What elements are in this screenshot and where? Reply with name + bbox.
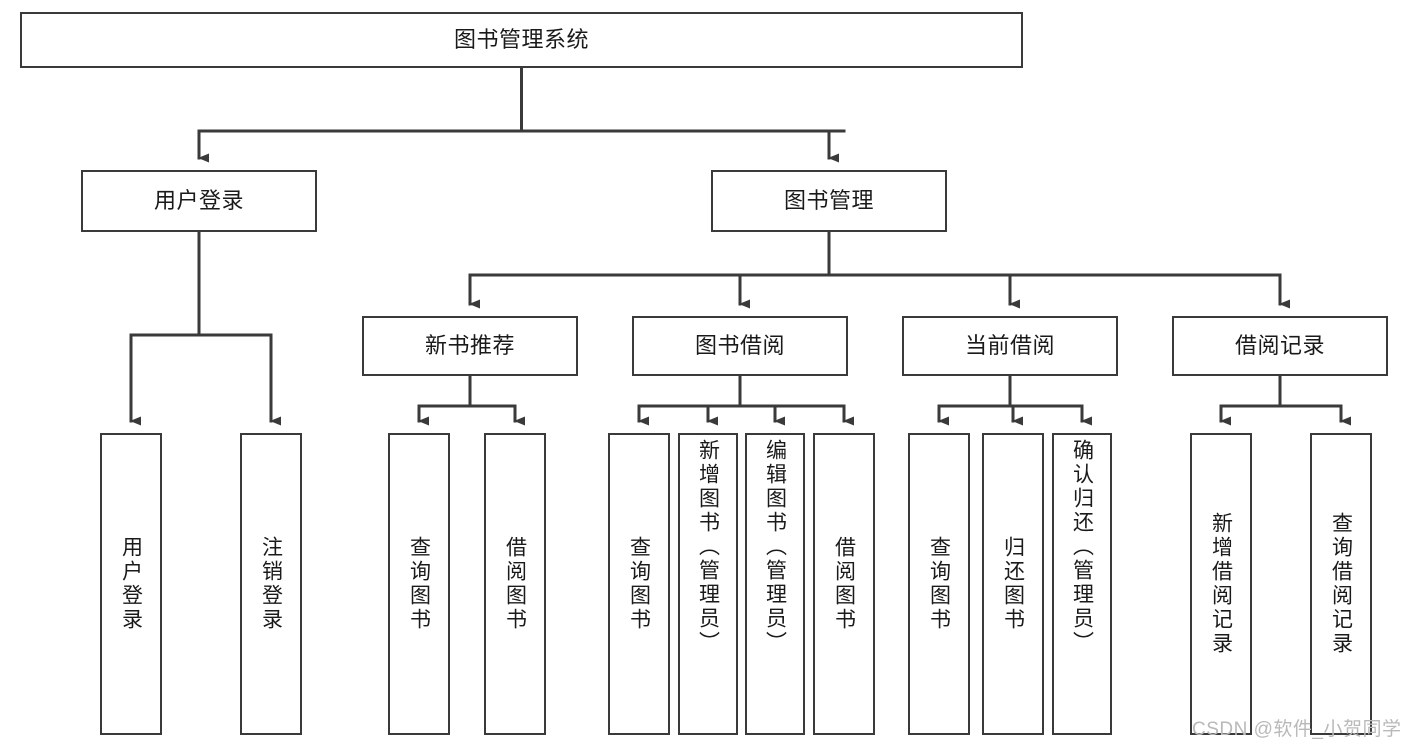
leaf-add-borrow-record[interactable]: 新增借阅记录: [1190, 433, 1252, 735]
leaf-lend-book-label: 借阅图书: [832, 536, 856, 632]
node-book-borrow-label: 图书借阅: [694, 332, 785, 358]
leaf-query-book-borrow-label: 查询图书: [627, 536, 651, 632]
leaf-query-book-recommend-label: 查询图书: [407, 536, 431, 632]
node-book-management[interactable]: 图书管理: [711, 170, 947, 232]
node-root-label: 图书管理系统: [453, 26, 589, 52]
leaf-logout[interactable]: 注销登录: [240, 433, 302, 735]
node-user-login[interactable]: 用户登录: [81, 170, 317, 232]
node-new-book-recommend[interactable]: 新书推荐: [362, 316, 578, 376]
leaf-edit-book-admin[interactable]: 编辑图书（管理员）: [745, 433, 805, 735]
leaf-edit-book-admin-label: 编辑图书（管理员）: [763, 439, 787, 655]
node-book-management-label: 图书管理: [783, 187, 874, 213]
leaf-return-book-label: 归还图书: [1001, 536, 1025, 632]
node-current-borrow-label: 当前借阅: [964, 332, 1055, 358]
leaf-borrow-book-recommend-label: 借阅图书: [503, 536, 527, 632]
node-root[interactable]: 图书管理系统: [20, 12, 1023, 68]
leaf-logout-label: 注销登录: [259, 536, 283, 632]
node-borrow-records-label: 借阅记录: [1234, 332, 1325, 358]
leaf-add-book-admin-label: 新增图书（管理员）: [696, 439, 720, 655]
leaf-query-borrow-record-label: 查询借阅记录: [1329, 512, 1353, 656]
leaf-lend-book[interactable]: 借阅图书: [813, 433, 875, 735]
node-user-login-label: 用户登录: [153, 187, 244, 213]
leaf-query-borrow-record[interactable]: 查询借阅记录: [1310, 433, 1372, 735]
leaf-query-book-current[interactable]: 查询图书: [908, 433, 970, 735]
leaf-return-book[interactable]: 归还图书: [982, 433, 1044, 735]
node-new-book-recommend-label: 新书推荐: [424, 332, 515, 358]
node-book-borrow[interactable]: 图书借阅: [632, 316, 848, 376]
leaf-borrow-book-recommend[interactable]: 借阅图书: [484, 433, 546, 735]
node-borrow-records[interactable]: 借阅记录: [1172, 316, 1388, 376]
node-current-borrow[interactable]: 当前借阅: [902, 316, 1118, 376]
leaf-query-book-recommend[interactable]: 查询图书: [388, 433, 450, 735]
leaf-confirm-return-admin-label: 确认归还（管理员）: [1070, 439, 1094, 655]
leaf-user-login[interactable]: 用户登录: [100, 433, 162, 735]
leaf-add-borrow-record-label: 新增借阅记录: [1209, 512, 1233, 656]
leaf-confirm-return-admin[interactable]: 确认归还（管理员）: [1052, 433, 1112, 735]
leaf-query-book-current-label: 查询图书: [927, 536, 951, 632]
leaf-query-book-borrow[interactable]: 查询图书: [608, 433, 670, 735]
leaf-user-login-label: 用户登录: [119, 536, 143, 632]
leaf-add-book-admin[interactable]: 新增图书（管理员）: [678, 433, 738, 735]
